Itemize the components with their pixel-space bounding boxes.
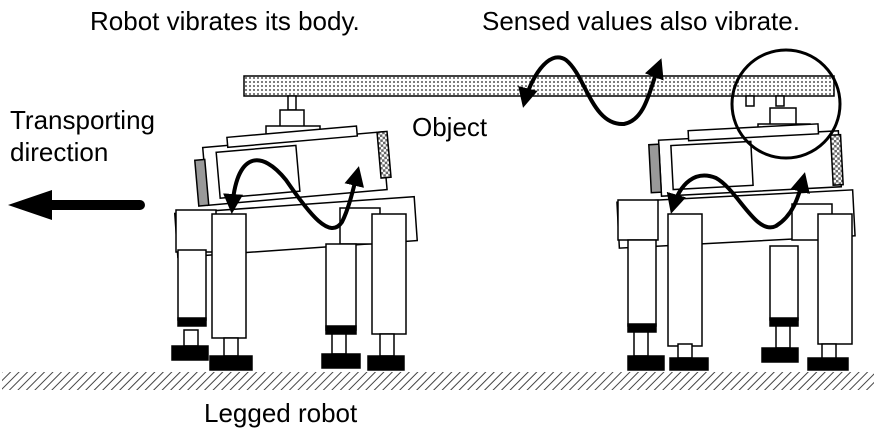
sensed-values-label: Sensed values also vibrate. (482, 6, 800, 36)
object-label: Object (412, 112, 488, 142)
wave-arrow-icon (223, 158, 364, 230)
legged-robot-right (616, 95, 856, 371)
magnifier-circle-icon (730, 48, 842, 160)
robot-vibrates-label: Robot vibrates its body. (90, 6, 360, 36)
wave-arrow-icon (666, 172, 810, 230)
transporting-direction-label: Transporting direction (10, 104, 210, 168)
arrow-left-icon (8, 190, 145, 220)
transporting-line1: Transporting (10, 105, 155, 135)
object-plate (243, 75, 835, 97)
transporting-line2: direction (10, 137, 109, 167)
legged-robot-label: Legged robot (204, 398, 358, 428)
wave-arrow-icon (518, 55, 664, 127)
ground (2, 372, 874, 390)
